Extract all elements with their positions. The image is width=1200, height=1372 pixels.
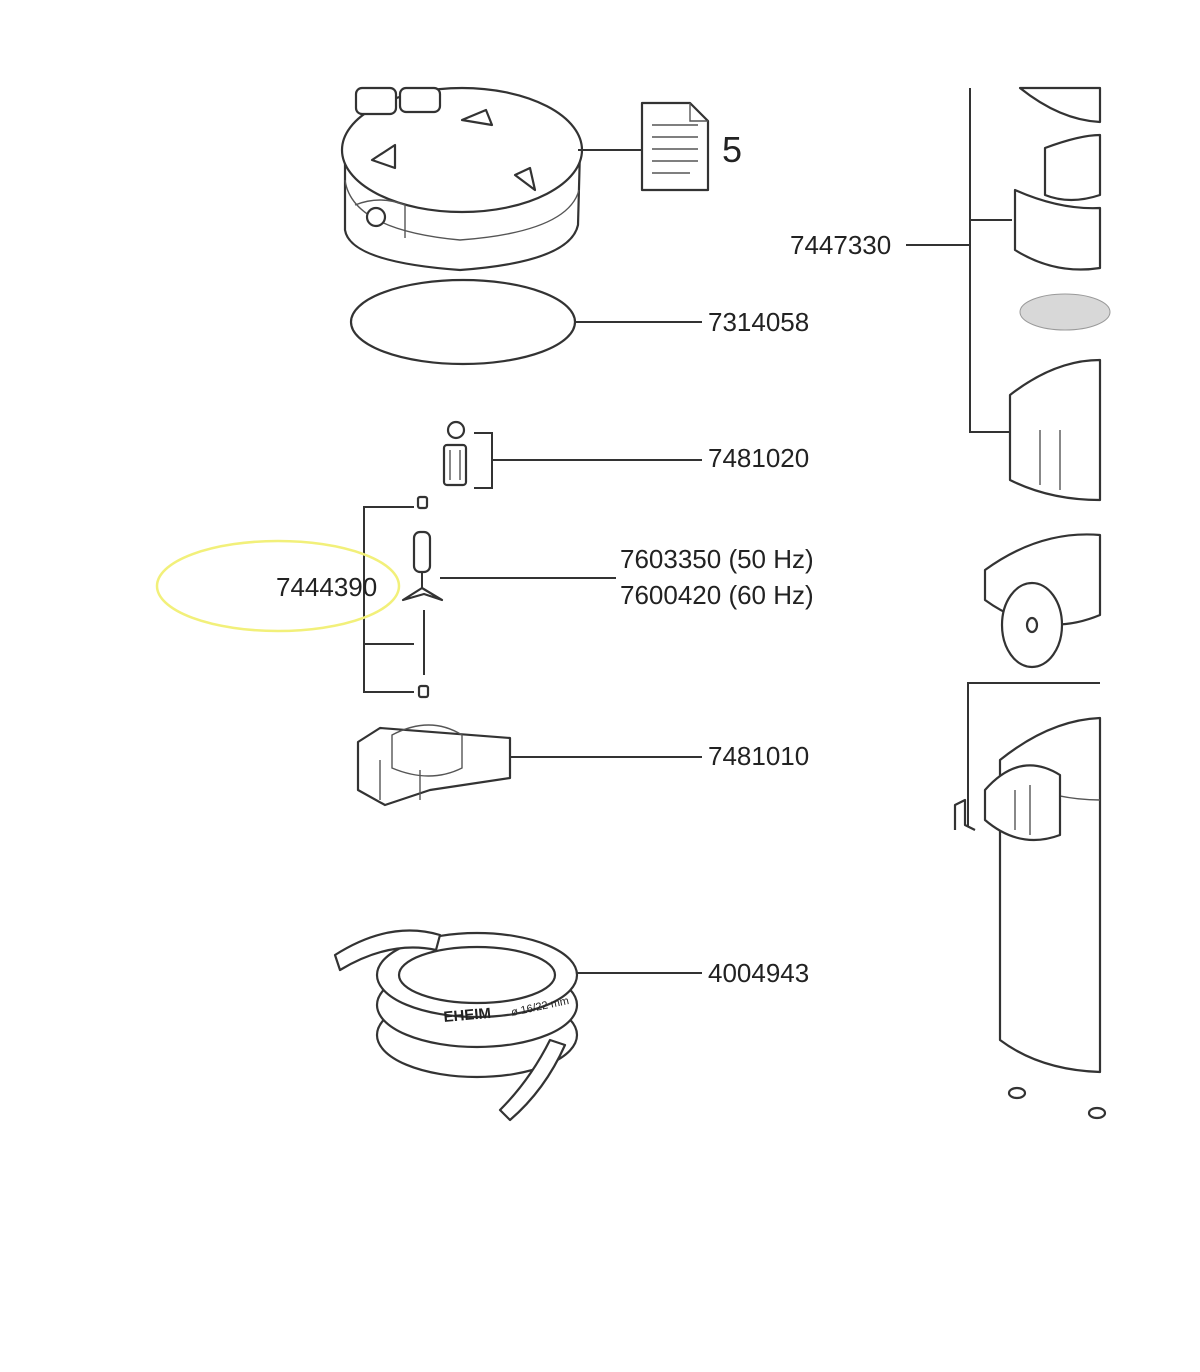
- part-number-7447330: 7447330: [790, 230, 891, 260]
- part-number-7600420: 7600420 (60 Hz): [620, 580, 814, 610]
- highlight-ellipse: [155, 539, 401, 633]
- hose-brand-print: EHEIM: [443, 1005, 492, 1026]
- impeller-drawing: [401, 495, 444, 699]
- document-page-number: 5: [722, 129, 742, 170]
- hose-coil-drawing: EHEIM ø 16/22 mm: [333, 929, 579, 1122]
- sealing-ring-drawing: [349, 278, 577, 366]
- pump-head-drawing: [340, 86, 584, 272]
- part-number-7481010: 7481010: [708, 741, 809, 771]
- part-number-4004943: 4004943: [708, 958, 809, 988]
- part-number-7314058: 7314058: [708, 307, 809, 337]
- part-number-7603350: 7603350 (50 Hz): [620, 544, 814, 574]
- impeller-cover-drawing: [356, 724, 512, 807]
- filter-baskets-drawing: [983, 86, 1111, 669]
- part-number-7481020: 7481020: [708, 443, 809, 473]
- valve-drawing: [442, 420, 468, 487]
- document-icon: [640, 101, 710, 192]
- canister-drawing: [953, 682, 1107, 1120]
- part-number-7444390: 7444390: [276, 572, 377, 602]
